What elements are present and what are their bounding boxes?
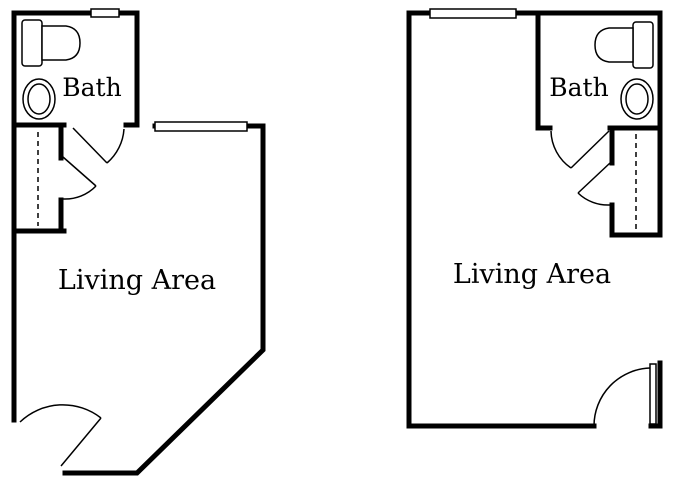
plan-b-bath-door xyxy=(550,130,610,169)
plan-a-bath-label: Bath xyxy=(62,73,121,102)
plan-a-living-window xyxy=(154,121,248,132)
plan-a-entry-door xyxy=(19,404,102,467)
plan-a-bath-door xyxy=(72,127,125,164)
plan-a-bath-window xyxy=(90,8,120,18)
plan-a-sink-icon xyxy=(22,78,56,120)
plan-b-closet-door xyxy=(577,162,611,206)
floor-plan-b: Bath Living Area xyxy=(406,8,663,429)
plan-b-toilet-icon xyxy=(594,21,654,69)
plan-a-walls xyxy=(11,10,266,476)
floor-plan-a: Bath Living Area xyxy=(11,8,266,476)
plan-b-entry-door xyxy=(593,363,657,427)
plan-a-closet-door xyxy=(62,156,97,200)
plan-b-sink-icon xyxy=(620,78,654,120)
plan-b-bath-label: Bath xyxy=(549,73,608,102)
plan-a-living-area-label: Living Area xyxy=(58,265,216,296)
plan-b-living-window xyxy=(429,8,517,19)
plan-b-walls xyxy=(406,10,663,429)
plan-a-toilet-icon xyxy=(21,19,81,67)
plan-b-living-area-label: Living Area xyxy=(453,259,611,290)
